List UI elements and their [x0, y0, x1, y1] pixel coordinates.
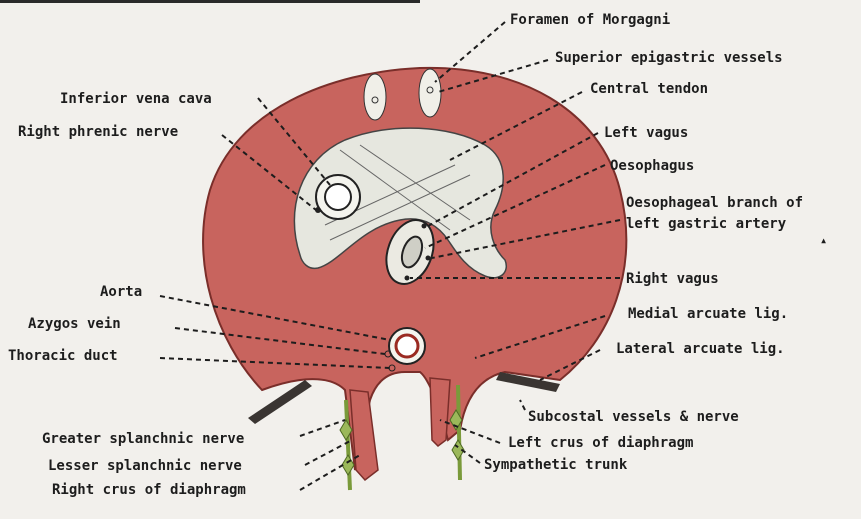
- label-right-vagus: Right vagus: [626, 271, 719, 287]
- label-azygos: Azygos vein: [28, 316, 121, 332]
- label-right-phrenic: Right phrenic nerve: [18, 124, 178, 140]
- label-thoracic-duct: Thoracic duct: [8, 348, 118, 364]
- left-crus: [430, 378, 450, 446]
- label-inferior-vena-cava: Inferior vena cava: [60, 91, 212, 107]
- label-left-vagus: Left vagus: [604, 125, 688, 141]
- label-oesophageal-branch-2: left gastric artery: [626, 216, 787, 232]
- label-central-tendon: Central tendon: [590, 81, 708, 97]
- label-right-crus: Right crus of diaphragm: [52, 482, 246, 498]
- label-oesophageal-branch-1: Oesophageal branch of: [626, 195, 803, 211]
- label-oesophagus: Oesophagus: [610, 158, 694, 174]
- label-superior-epigastric: Superior epigastric vessels: [555, 50, 783, 66]
- label-greater-splanchnic: Greater splanchnic nerve: [42, 431, 244, 447]
- label-aorta: Aorta: [100, 284, 142, 300]
- label-lesser-splanchnic: Lesser splanchnic nerve: [48, 458, 242, 474]
- stray-mark: ▴: [820, 233, 827, 247]
- sympathetic-trunk-left: [458, 385, 460, 480]
- aorta-inner: [396, 335, 418, 357]
- label-lateral-arcuate: Lateral arcuate lig.: [616, 341, 785, 357]
- label-sympathetic: Sympathetic trunk: [484, 457, 628, 473]
- label-medial-arcuate: Medial arcuate lig.: [628, 306, 788, 322]
- label-subcostal: Subcostal vessels & nerve: [528, 409, 739, 425]
- gastric-branch-dot: [426, 256, 431, 261]
- left-vagus-dot: [422, 224, 427, 229]
- ivc-inner: [325, 184, 351, 210]
- right-vagus-dot: [405, 276, 410, 281]
- label-left-crus: Left crus of diaphragm: [508, 435, 693, 451]
- label-foramen-morgagni: Foramen of Morgagni: [510, 12, 670, 28]
- ganglion-4: [342, 455, 354, 475]
